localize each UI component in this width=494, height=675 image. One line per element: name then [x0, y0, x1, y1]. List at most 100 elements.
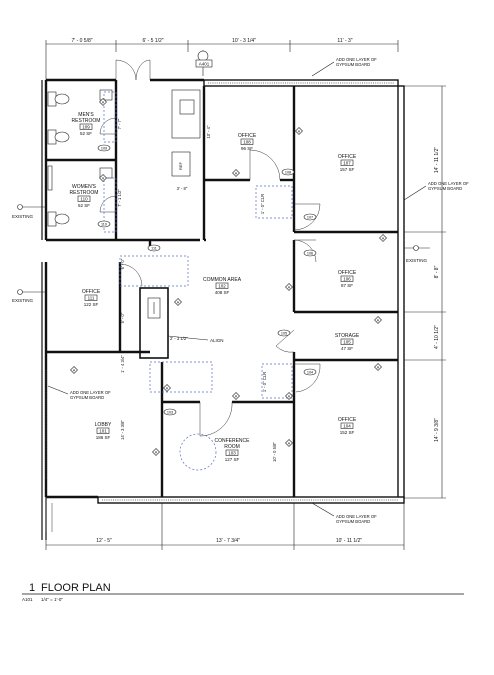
top-dim-1: 7' - 0 5/8" [71, 38, 92, 44]
room-name-109b: RESTROOM [72, 118, 101, 124]
svg-text:A: A [177, 301, 180, 305]
right-dim-3: 4' - 10 1/2" [434, 325, 440, 349]
room-name-106: OFFICE [338, 270, 357, 276]
interior-walls [46, 80, 398, 497]
room-name-108: OFFICE [238, 133, 257, 139]
bottom-dim-3: 10' - 11 1/2" [336, 538, 362, 544]
drawing-title: 1 FLOOR PLAN A101 1/4" = 1'-0" [22, 582, 464, 602]
room-area-107: 157 SF [340, 167, 355, 172]
existing-label-2: EXISTING [12, 298, 34, 303]
door-tag-110: 110 [101, 223, 107, 227]
svg-text:A: A [235, 395, 238, 399]
clearance-zones [103, 91, 293, 471]
dim-restroom-1: 7' - 7" [117, 118, 122, 129]
svg-text:A: A [102, 101, 105, 105]
gypsum-notes: ADD ONE LAYER OF GYPSUM BOARD ADD ONE LA… [45, 57, 469, 524]
room-name-110a: WOMEN'S [72, 184, 97, 190]
gypsum-note-bottom-1: ADD ONE LAYER OF [336, 514, 377, 519]
room-number-104: 104 [343, 423, 351, 428]
room-name-111: OFFICE [82, 289, 101, 295]
dim-clr-1: 1' - 0" CLR [260, 194, 265, 214]
svg-text:A: A [102, 177, 105, 181]
door-tag-107: 107 [307, 216, 313, 220]
room-area-102: 408 SF [215, 290, 230, 295]
sink-icon [99, 89, 113, 101]
gypsum-note-lobby-1: ADD ONE LAYER OF [70, 390, 111, 395]
dim-office111-1: 6' - 0" [120, 258, 125, 269]
title-name: FLOOR PLAN [41, 582, 111, 594]
gypsum-note-right-1: ADD ONE LAYER OF [428, 181, 469, 186]
existing-label-1: EXISTING [12, 214, 34, 219]
room-area-106: 87 SF [341, 283, 353, 288]
gypsum-note-lobby-2: GYPSUM BOARD [70, 395, 104, 400]
bottom-dimension-string: 12' - 5" 13' - 7 3/4" 10' - 11 1/2" [45, 503, 405, 550]
toilet-bowl-icon [54, 93, 70, 105]
door-tag-111: 111 [151, 247, 157, 251]
align-note: ALIGN 2' - 3 1/2" [167, 335, 224, 343]
room-area-103: 127 SF [225, 457, 240, 462]
svg-text:A: A [288, 395, 291, 399]
bottom-dim-2: 13' - 7 3/4" [216, 538, 240, 544]
room-number-103: 103 [228, 450, 236, 455]
room-labels: MEN'S RESTROOM 109 52 SF WOMEN'S RESTROO… [70, 112, 360, 462]
room-area-110: 52 SF [78, 203, 90, 208]
svg-text:A: A [382, 237, 385, 241]
fixtures: REF [47, 89, 201, 319]
gypsum-note-bottom-2: GYPSUM BOARD [336, 519, 370, 524]
align-label: ALIGN [210, 338, 224, 343]
door-tag-104: 104 [307, 371, 313, 375]
svg-text:A: A [377, 366, 380, 370]
svg-text:A: A [235, 172, 238, 176]
gypsum-note-right-2: GYPSUM BOARD [428, 186, 462, 191]
right-dimension-string: 14' - 11 1/2" 8' - 8" 4' - 10 1/2" 14' -… [404, 85, 446, 499]
room-number-106: 106 [343, 276, 351, 281]
svg-text:A: A [288, 442, 291, 446]
room-number-101: 101 [99, 428, 107, 433]
room-number-111: 111 [88, 295, 95, 300]
title-scale: 1/4" = 1'-0" [41, 597, 63, 602]
room-name-101: LOBBY [95, 422, 112, 428]
room-area-108: 96 SF [241, 146, 253, 151]
room-number-108: 108 [243, 139, 251, 144]
svg-text:A: A [298, 130, 301, 134]
top-dim-3: 10' - 3 1/4" [232, 38, 256, 44]
door-tag-109: 109 [101, 147, 107, 151]
room-name-105: STORAGE [335, 333, 360, 339]
room-area-111: 122 SF [84, 302, 99, 307]
svg-text:A: A [288, 286, 291, 290]
dim-restroom-2: 7' - 1 1/2" [117, 189, 122, 207]
bottom-dim-1: 12' - 5" [96, 538, 112, 544]
door-tag-103: 103 [167, 411, 173, 415]
room-number-109: 109 [82, 124, 90, 129]
section-marker: A401 [195, 50, 213, 76]
gypsum-note-top-1: ADD ONE LAYER OF [336, 57, 377, 62]
room-area-104: 152 SF [340, 430, 355, 435]
svg-text:A: A [377, 319, 380, 323]
room-area-101: 186 SF [96, 435, 111, 440]
room-name-102: COMMON AREA [203, 277, 242, 283]
svg-text:A: A [166, 387, 169, 391]
dim-office108: 10' - 4" [206, 125, 211, 139]
room-name-107: OFFICE [338, 154, 357, 160]
room-name-109a: MEN'S [78, 112, 94, 118]
top-dimension-string: 7' - 0 5/8" 6' - 5 1/2" 10' - 3 1/4" 11'… [45, 38, 399, 80]
doors [45, 59, 321, 532]
dim-conf: 10' - 0 5/8" [272, 442, 277, 462]
door-tag-106: 106 [307, 252, 313, 256]
wall-type-tags: A A A A A A A A A A A A A A A [70, 98, 387, 456]
refrigerator-icon [171, 151, 191, 177]
room-name-104: OFFICE [338, 417, 357, 423]
room-name-103b: ROOM [224, 444, 240, 450]
door-tag-105: 105 [281, 332, 287, 336]
svg-text:A: A [155, 451, 158, 455]
section-tag: A401 [199, 62, 210, 67]
door-tags: 109 110 108 107 111 106 105 104 103 [97, 144, 317, 416]
dim-clr-2: 1' - 0" CLR [262, 372, 267, 392]
interior-dimensions: 7' - 7" 7' - 1 1/2" 10' - 4" 3' - 8" 1' … [117, 118, 277, 462]
svg-text:A: A [73, 369, 76, 373]
room-number-107: 107 [343, 160, 351, 165]
dim-office111-2: 5' - 0" [120, 312, 125, 323]
room-number-105: 105 [343, 339, 351, 344]
room-number-102: 102 [218, 283, 226, 288]
